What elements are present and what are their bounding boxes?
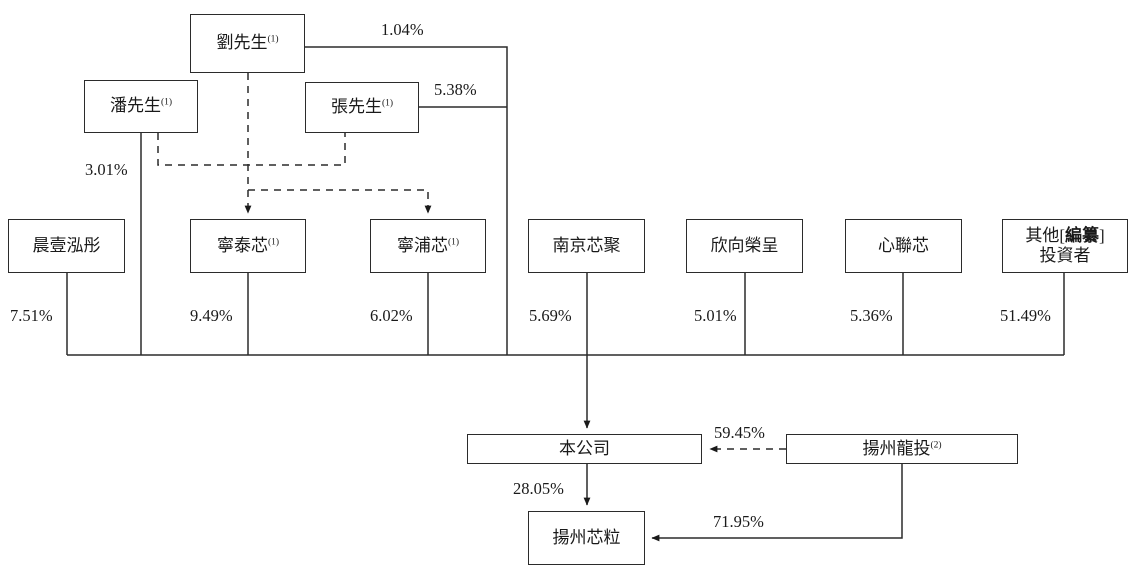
node-yangzhoulongtou-label: 揚州龍投 (862, 438, 931, 458)
node-xinxiangrongcheng-label: 欣向榮呈 (710, 235, 779, 255)
node-pan-label: 潘先生 (109, 96, 161, 116)
node-zhang[interactable]: 張先生(1) (305, 82, 419, 133)
pct-company-to-yangzhouxinli: 28.05% (513, 479, 564, 498)
node-xinxiangrongcheng[interactable]: 欣向榮呈 (686, 219, 803, 273)
wire-pan-zhang-dashed (157, 133, 346, 166)
node-liu-label: 劉先生 (216, 33, 268, 53)
node-other-investors-bracket-open: [ (1059, 225, 1065, 245)
pct-chenyihongtong-to-company: 7.51% (10, 306, 53, 325)
node-chenyihongtong[interactable]: 晨壹泓彤 (8, 219, 125, 273)
node-ningpuxin-note: (1) (447, 237, 460, 248)
pct-ningpuxin-to-company: 6.02% (370, 306, 413, 325)
node-pan-note: (1) (160, 97, 173, 108)
node-other-investors-bracket-close: ] (1099, 225, 1105, 245)
node-other-investors-emph: 編纂 (1065, 225, 1099, 245)
node-ningtaixin-note: (1) (267, 237, 280, 248)
node-zhang-note: (1) (381, 98, 394, 109)
node-liu-note: (1) (267, 34, 279, 45)
node-other-investors[interactable]: 其他[編纂] 投資者 (1002, 219, 1128, 273)
pct-zhang-to-company: 5.38% (434, 80, 477, 99)
node-yangzhoulongtou[interactable]: 揚州龍投(2) (786, 434, 1018, 464)
pct-pan-to-company: 3.01% (85, 160, 128, 179)
pct-liu-to-company: 1.04% (381, 20, 424, 39)
node-yangzhoulongtou-note: (2) (930, 440, 942, 451)
node-ningpuxin[interactable]: 寧浦芯(1) (370, 219, 486, 273)
node-company-label: 本公司 (559, 438, 610, 458)
node-pan[interactable]: 潘先生(1) (84, 80, 198, 133)
node-company[interactable]: 本公司 (467, 434, 702, 464)
pct-ningtaixin-to-company: 9.49% (190, 306, 233, 325)
node-ningtaixin-label: 寧泰芯 (216, 235, 268, 255)
node-xinlianxin[interactable]: 心聯芯 (845, 219, 962, 273)
node-other-investors-prefix: 其他 (1025, 225, 1060, 245)
wire-liu-to-ningpuxin-dashed (248, 189, 432, 214)
pct-xinxiangrongcheng-to-company: 5.01% (694, 306, 737, 325)
pct-longtou-to-company: 59.45% (714, 423, 765, 442)
pct-longtou-to-yangzhouxinli: 71.95% (713, 512, 764, 531)
node-ningpuxin-label: 寧浦芯 (396, 235, 448, 255)
node-yangzhouxinli[interactable]: 揚州芯粒 (528, 511, 645, 565)
node-nanjingxinju[interactable]: 南京芯聚 (528, 219, 645, 273)
node-zhang-label: 張先生 (330, 97, 382, 117)
node-xinlianxin-label: 心聯芯 (878, 235, 929, 255)
wire-liu-to-company (305, 46, 508, 355)
pct-nanjingxinju-to-company: 5.69% (529, 306, 572, 325)
pct-other-to-company: 51.49% (1000, 306, 1051, 325)
node-yangzhouxinli-label: 揚州芯粒 (552, 527, 621, 547)
node-liu[interactable]: 劉先生(1) (190, 14, 305, 73)
node-other-investors-line2: 投資者 (1039, 246, 1091, 265)
node-nanjingxinju-label: 南京芯聚 (552, 235, 621, 255)
node-ningtaixin[interactable]: 寧泰芯(1) (190, 219, 306, 273)
wire-longtou-to-yangzhouxinli (651, 464, 903, 542)
node-chenyihongtong-label: 晨壹泓彤 (32, 235, 101, 255)
pct-xinlianxin-to-company: 5.36% (850, 306, 893, 325)
